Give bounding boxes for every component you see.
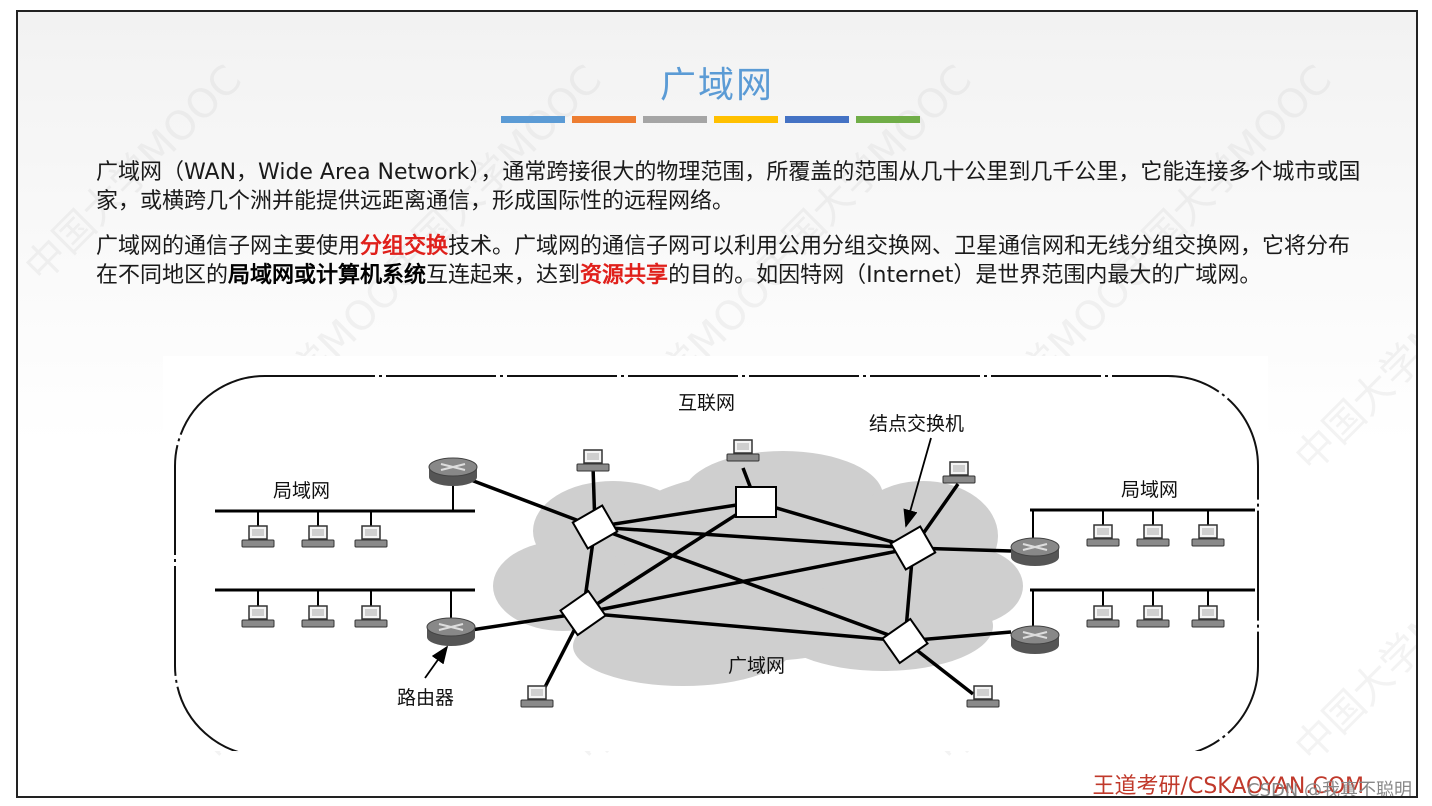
computer-icon [241,525,275,548]
node-switch [881,617,929,665]
computer-icon [1191,605,1225,628]
watermark: 中国大学MOOC [1286,536,1418,772]
router-icon [426,617,476,647]
highlight-resource-sharing: 资源共享 [580,263,669,288]
computer-icon [966,685,1000,708]
computer-icon [726,439,760,462]
computer-icon [241,605,275,628]
label-router: 路由器 [397,687,454,709]
label-wan: 广域网 [728,655,785,677]
title-color-bars [501,116,920,123]
wan-diagram-svg: 互联网 结点交换机 局域网 局域网 广域网 路由器 [174,375,1259,757]
computer-icon [1136,605,1170,628]
highlight-packet-switching: 分组交换 [360,234,449,259]
color-bar [501,116,565,123]
switch-arrow [903,437,932,528]
router-icon [1010,537,1060,567]
paragraph-text: 技术。广域网的通信子网可以利用公用分组交换网、卫星通信网和无线分组交换网，它将分… [96,234,1351,288]
wan-links [470,465,1012,696]
computer-icon [301,525,335,548]
diagram-labels: 互联网 结点交换机 局域网 局域网 广域网 路由器 [273,392,1178,709]
node-switch [889,525,937,571]
node-switch [559,589,607,637]
color-bar [714,116,778,123]
paragraph-text: 广域网的通信子网主要使用 [96,234,361,259]
computer-icon [1136,524,1170,547]
computer-icon [942,461,976,484]
color-bar [643,116,707,123]
computer-icon [576,449,610,472]
computer-icon [301,605,335,628]
label-node-switch: 结点交换机 [869,413,964,435]
router-icon [428,457,478,487]
router-arrow [424,645,449,679]
label-lan-left: 局域网 [273,480,330,502]
router-icon [1010,625,1060,655]
paragraph-subnet: 广域网的通信子网主要使用分组交换技术。广域网的通信子网可以利用公用分组交换网、卫… [96,232,1366,290]
csdn-credit: CSDN @我真不聪明 [1246,780,1412,798]
slide: 中国大学MOOC 中国大学MOOC 中国大学MOOC 中国大学MOOC 中国大学… [16,10,1418,798]
label-internet: 互联网 [678,392,735,414]
color-bar [572,116,636,123]
computer-icon [354,525,388,548]
computer-icon [354,605,388,628]
node-switch [735,486,777,518]
paragraph-text: 的目的。如因特网（Internet）是世界范围内最大的广域网。 [668,263,1262,288]
node-switches [559,486,937,665]
slide-title: 广域网 [659,65,774,106]
color-bar [856,116,920,123]
label-lan-right: 局域网 [1121,479,1178,501]
wan-diagram: 互联网 结点交换机 局域网 局域网 广域网 路由器 [163,356,1268,757]
computer-icon [1191,524,1225,547]
computer-icon [1086,524,1120,547]
computer-icon [520,685,554,708]
computer-icon [1086,605,1120,628]
paragraph-text: 互连起来，达到 [426,263,581,288]
color-bar [785,116,849,123]
footer-brand: 王道考研/CSKAOYAN.COM [1092,774,1364,798]
node-switch [571,504,619,550]
highlight-lan-or-systems: 局域网或计算机系统 [228,263,427,288]
paragraph-definition: 广域网（WAN，Wide Area Network），通常跨接很大的物理范围，所… [96,160,1361,214]
